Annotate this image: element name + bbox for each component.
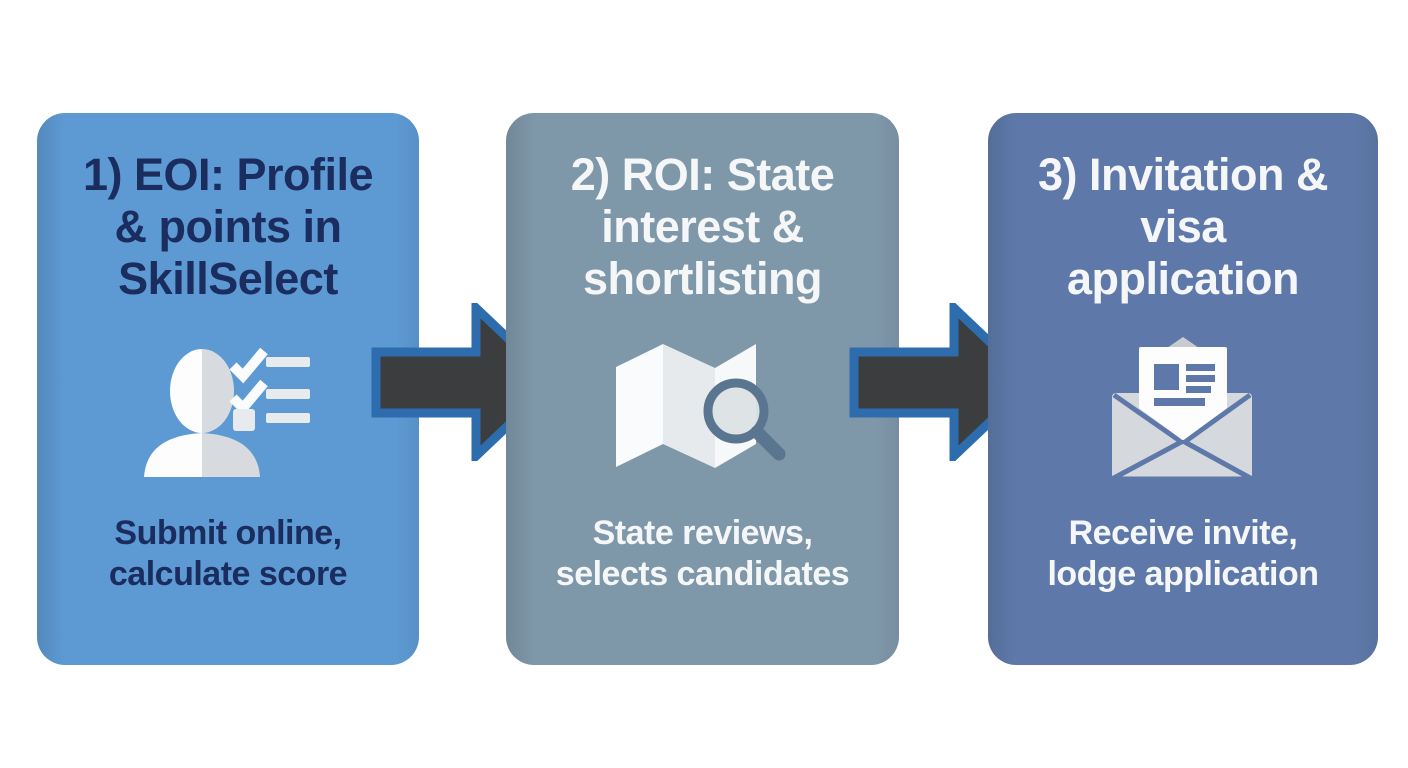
- map-search-icon: [615, 344, 785, 468]
- step-1-icon-area: [37, 345, 419, 485]
- step-title-line: application: [1066, 253, 1300, 304]
- step-3-title: 3) Invitation & visa application: [996, 149, 1370, 305]
- step-title-line: 2) ROI: State: [570, 149, 835, 200]
- step-card-1: 1) EOI: Profile & points in SkillSelect: [37, 113, 419, 665]
- step-subtitle-line: calculate score: [108, 555, 348, 593]
- person-checklist-icon: [144, 347, 310, 477]
- checklist-marks: [229, 347, 310, 431]
- letter-sheet: [1139, 347, 1227, 440]
- step-card-3: 3) Invitation & visa application: [988, 113, 1378, 665]
- step-subtitle-line: State reviews,: [592, 514, 813, 552]
- step-1-title: 1) EOI: Profile & points in SkillSelect: [45, 149, 411, 305]
- step-2-title: 2) ROI: State interest & shortlisting: [514, 149, 891, 305]
- step-3-icon-area: [988, 337, 1378, 482]
- step-subtitle-line: Receive invite,: [1068, 514, 1298, 552]
- step-title-line: 3) Invitation &: [1037, 149, 1329, 200]
- step-title-line: & points in: [114, 201, 342, 252]
- step-1-subtitle: Submit online, calculate score: [41, 513, 415, 595]
- magnifier: [703, 378, 785, 461]
- step-subtitle-line: selects candidates: [555, 555, 850, 593]
- step-title-line: interest &: [601, 201, 804, 252]
- step-title-line: shortlisting: [583, 253, 823, 304]
- step-subtitle-line: Submit online,: [114, 514, 342, 552]
- step-title-line: SkillSelect: [118, 253, 338, 304]
- step-subtitle-line: lodge application: [1047, 555, 1319, 593]
- step-title-line: visa: [1140, 201, 1226, 252]
- step-2-subtitle: State reviews, selects candidates: [510, 513, 895, 595]
- step-3-subtitle: Receive invite, lodge application: [992, 513, 1374, 595]
- step-card-2: 2) ROI: State interest & shortlisting St…: [506, 113, 899, 665]
- envelope-letter-icon: [1110, 337, 1255, 482]
- step-2-icon-area: [506, 341, 899, 473]
- person-silhouette: [144, 349, 260, 477]
- step-title-line: 1) EOI: Profile: [82, 149, 374, 200]
